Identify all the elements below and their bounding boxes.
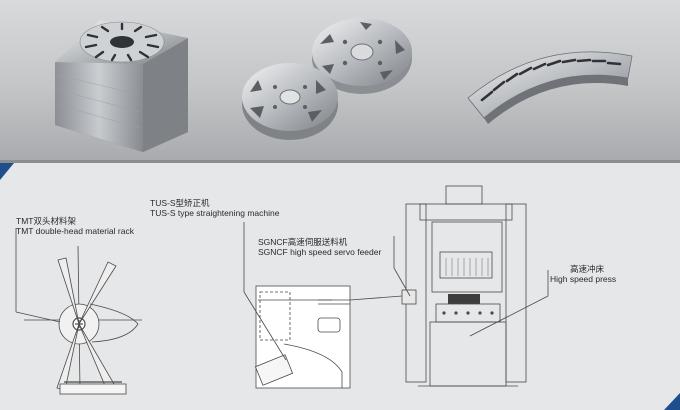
- material-rack-drawing: [15, 228, 142, 395]
- corner-mark-left: [0, 163, 14, 180]
- straightening-machine-label-en: TUS-S type straightening machine: [150, 208, 280, 218]
- rotor-laminations-photo: [242, 18, 412, 140]
- band-divider: [0, 160, 680, 163]
- material-rack-label-en: TMT double-head material rack: [16, 226, 134, 236]
- press-label-en: High speed press: [550, 274, 617, 284]
- material-rack-label: TMT双头材料架 TMT double-head material rack: [16, 216, 134, 236]
- press-label-zh: 高速冲床: [570, 264, 605, 274]
- servo-feeder-label: SGNCF高速伺服送料机 SGNCF high speed servo feed…: [258, 237, 381, 257]
- servo-feeder-label-zh: SGNCF高速伺服送料机: [258, 237, 348, 247]
- corner-mark-right: [664, 393, 680, 410]
- press-label: 高速冲床 High speed press: [550, 264, 616, 284]
- straightening-machine-drawing: [243, 222, 403, 389]
- material-rack-label-zh: TMT双头材料架: [16, 216, 76, 226]
- straightening-machine-label: TUS-S型矫正机 TUS-S type straightening machi…: [150, 198, 279, 218]
- arc-segment-photo: [467, 51, 633, 124]
- servo-feeder-label-en: SGNCF high speed servo feeder: [258, 247, 382, 257]
- press-drawing: [393, 185, 549, 387]
- straightening-machine-label-zh: TUS-S型矫正机: [150, 198, 210, 208]
- stator-core-photo: [55, 20, 188, 152]
